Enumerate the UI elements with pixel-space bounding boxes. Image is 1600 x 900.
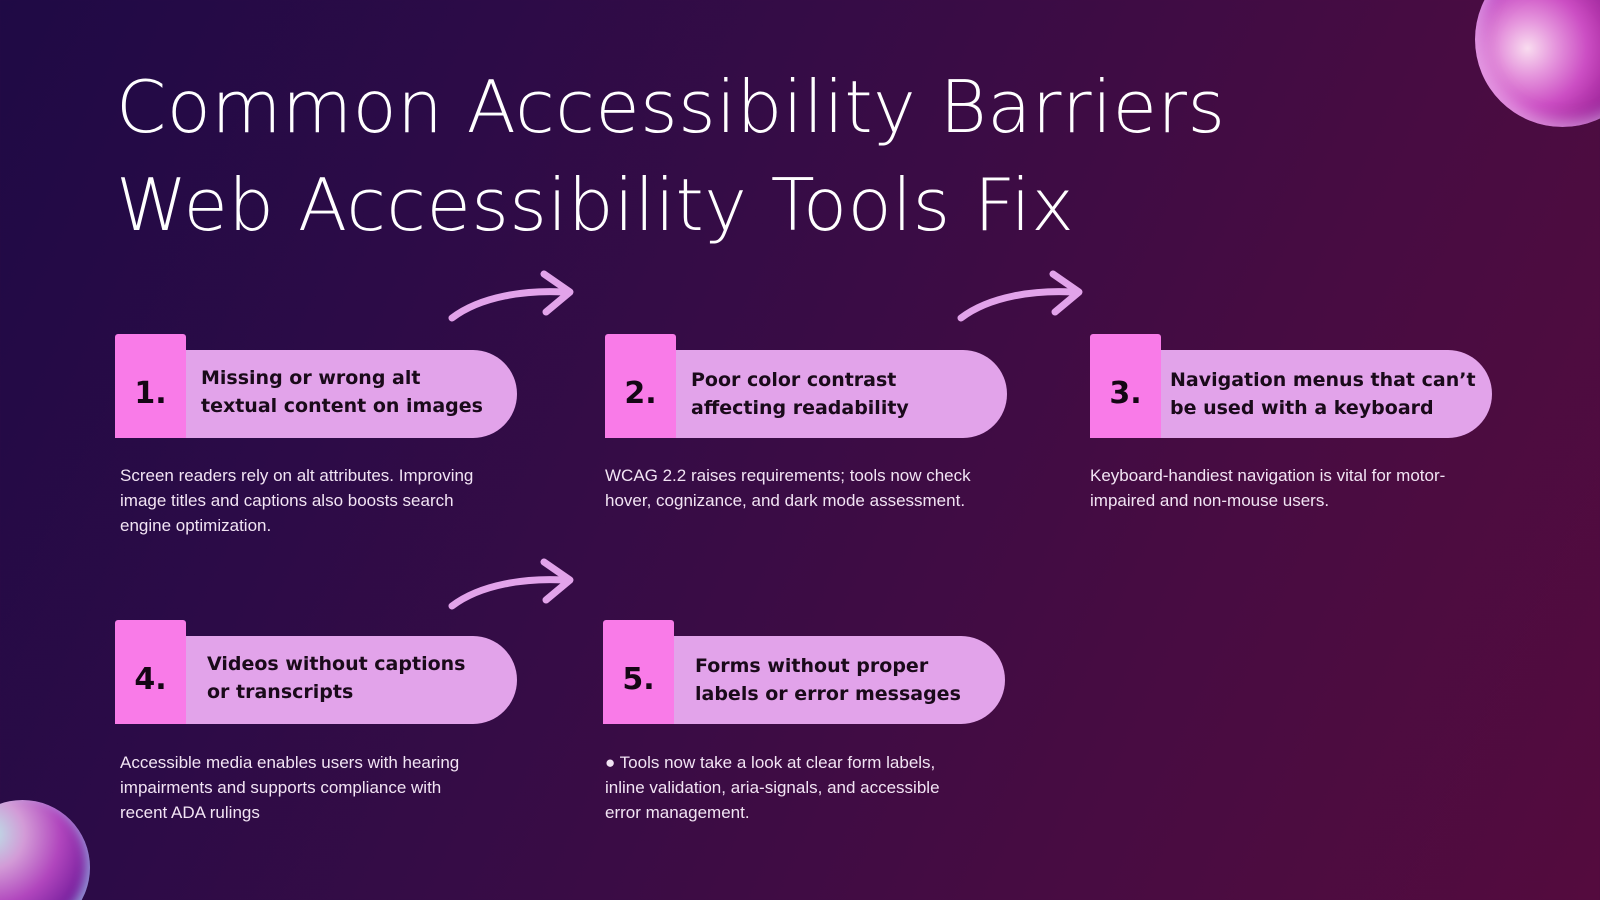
barrier-card-3: 3. Navigation menus that can’t be used w… bbox=[1090, 334, 1492, 438]
item-number: 1. bbox=[134, 375, 167, 411]
number-badge: 5. bbox=[603, 620, 674, 724]
barrier-card-2: 2. Poor color contrast affecting readabi… bbox=[605, 334, 1007, 438]
item-description: Keyboard-handiest navigation is vital fo… bbox=[1090, 466, 1446, 510]
item-heading: Poor color contrast affecting readabilit… bbox=[691, 369, 909, 419]
item-description: WCAG 2.2 raises requirements; tools now … bbox=[605, 466, 971, 510]
arrow-right-icon bbox=[957, 270, 1083, 322]
card-pill bbox=[645, 350, 1007, 438]
number-badge: 1. bbox=[115, 334, 186, 438]
card-pill bbox=[1130, 350, 1492, 438]
page-title: Common Accessibility Barriers Web Access… bbox=[116, 58, 1225, 254]
barrier-card-5: 5. Forms without proper labels or error … bbox=[603, 620, 1005, 724]
number-badge: 3. bbox=[1090, 334, 1161, 438]
title-line-2: Web Accessibility Tools Fix bbox=[116, 163, 1075, 247]
decorative-sphere-top-right bbox=[1475, 0, 1600, 127]
barrier-card-1: 1. Missing or wrong alt textual content … bbox=[115, 334, 517, 438]
title-line-1: Common Accessibility Barriers bbox=[116, 65, 1226, 149]
item-heading: Forms without proper labels or error mes… bbox=[695, 655, 961, 705]
item-number: 2. bbox=[624, 375, 657, 411]
item-heading: Missing or wrong alt textual content on … bbox=[201, 367, 483, 417]
item-description: ● Tools now take a look at clear form la… bbox=[605, 753, 940, 822]
barrier-card-4: 4. Videos without captions or transcript… bbox=[115, 620, 517, 724]
item-description: Accessible media enables users with hear… bbox=[120, 753, 460, 822]
item-number: 5. bbox=[622, 661, 655, 697]
arrow-right-icon bbox=[448, 270, 574, 322]
decorative-sphere-bottom-left bbox=[0, 800, 90, 900]
card-pill bbox=[155, 636, 517, 724]
item-number: 4. bbox=[134, 661, 167, 697]
number-badge: 4. bbox=[115, 620, 186, 724]
item-heading: Navigation menus that can’t be used with… bbox=[1170, 369, 1476, 419]
item-description: Screen readers rely on alt attributes. I… bbox=[120, 466, 474, 535]
arrow-right-icon bbox=[448, 558, 574, 610]
card-pill bbox=[643, 636, 1005, 724]
item-number: 3. bbox=[1109, 375, 1142, 411]
item-heading: Videos without captions or transcripts bbox=[207, 653, 466, 703]
card-pill bbox=[155, 350, 517, 438]
number-badge: 2. bbox=[605, 334, 676, 438]
